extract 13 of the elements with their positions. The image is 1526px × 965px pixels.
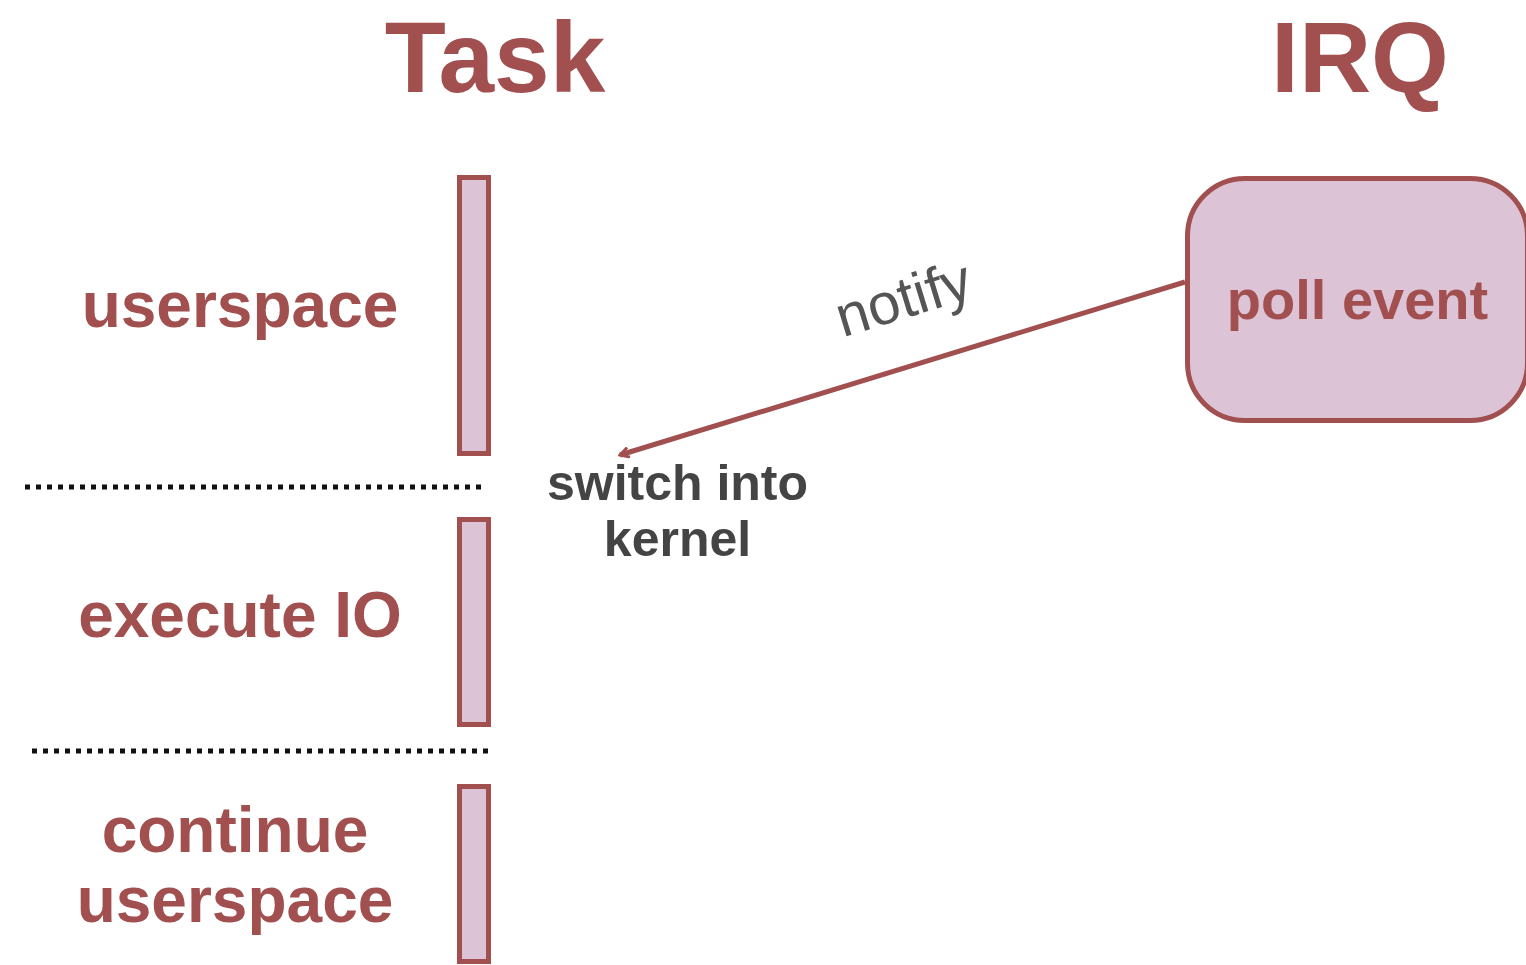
column-heading: IRQ [1270,0,1450,115]
phase-label: execute IO [77,580,403,650]
timeline-bar [457,175,491,456]
phase-label: userspace [80,270,400,340]
arrow [618,279,1186,459]
timeline-bar [457,784,491,964]
box-label: poll event [1226,267,1489,332]
column-heading: Task [383,0,607,115]
event-box [1185,176,1526,423]
edge-label: notify [825,244,980,351]
phase-label: continue userspace [75,795,395,935]
timeline-bar [457,517,491,727]
annotation-text: switch into kernel [545,455,810,567]
